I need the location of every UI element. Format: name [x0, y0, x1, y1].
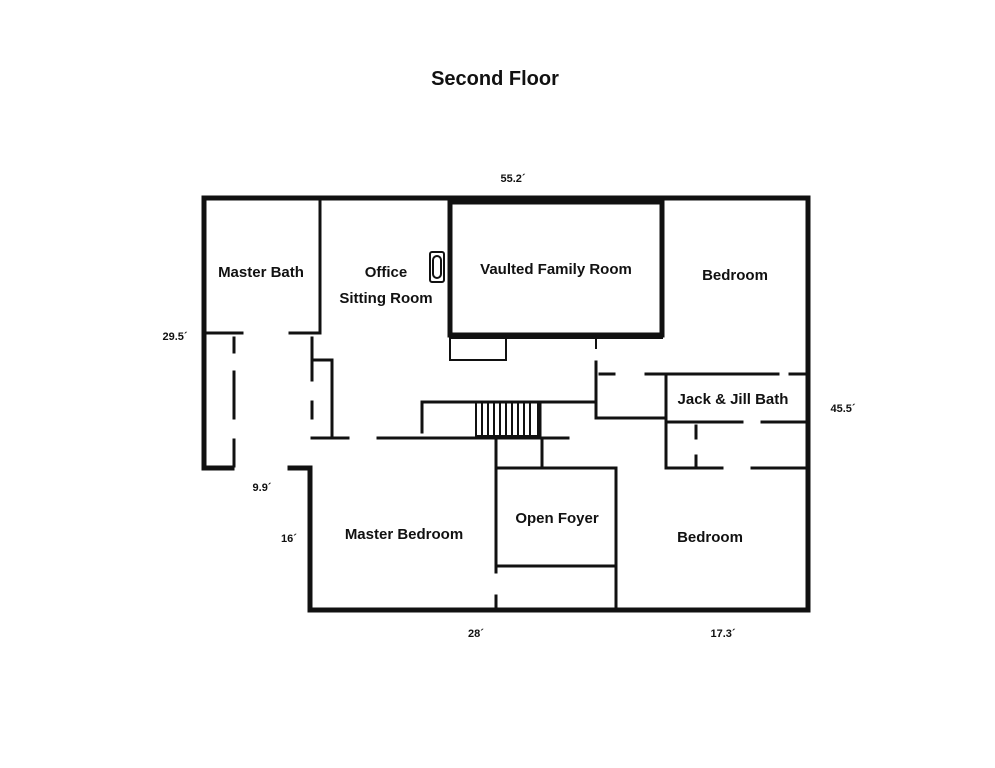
dimension-left-lower-height: 16´	[281, 533, 297, 545]
dimension-labels: 55.2´ 29.5´ 45.5´ 9.9´ 16´ 28´ 17.3´	[162, 173, 855, 640]
dimension-top-width: 55.2´	[500, 173, 525, 185]
dimension-right-height: 45.5´	[830, 403, 855, 415]
outer-walls	[201, 195, 811, 613]
room-label-open-foyer: Open Foyer	[515, 510, 599, 527]
dimension-bottom-left-width: 28´	[468, 628, 484, 640]
staircase	[475, 401, 539, 437]
room-label-sitting-room: Sitting Room	[339, 290, 432, 307]
bathtub-fixture	[429, 251, 445, 283]
room-label-vaulted-family-room: Vaulted Family Room	[480, 261, 632, 278]
room-label-office: Office	[365, 264, 408, 281]
dimension-bottom-right-width: 17.3´	[710, 628, 735, 640]
dimension-step-width: 9.9´	[253, 482, 272, 494]
vaulted-family-room-box	[447, 199, 665, 361]
room-label-bedroom-top: Bedroom	[702, 267, 768, 284]
room-label-master-bedroom: Master Bedroom	[345, 526, 463, 543]
room-label-bedroom-bottom: Bedroom	[677, 529, 743, 546]
room-label-master-bath: Master Bath	[218, 264, 304, 281]
room-labels: Master Bath Office Sitting Room Vaulted …	[218, 261, 788, 546]
room-label-jack-jill-bath: Jack & Jill Bath	[678, 391, 789, 408]
floor-title: Second Floor	[431, 68, 559, 90]
dimension-left-upper-height: 29.5´	[162, 331, 187, 343]
